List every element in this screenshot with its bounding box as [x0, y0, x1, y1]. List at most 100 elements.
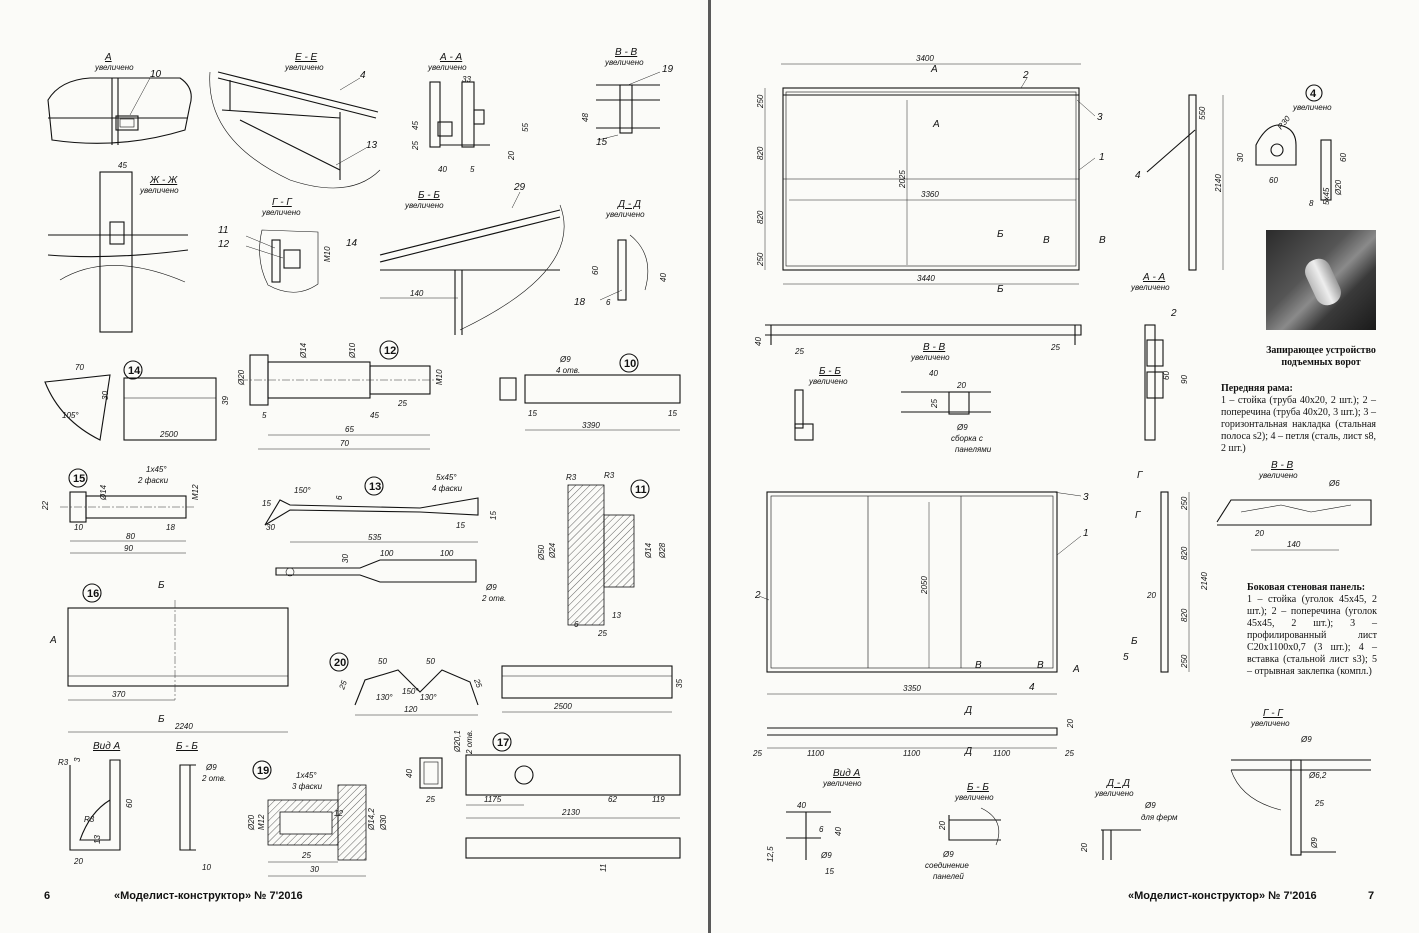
part-number: 19 [257, 765, 269, 777]
dim: M10 [323, 246, 332, 262]
dim: 20 [1066, 719, 1075, 729]
section-bb-right: Б - Б увеличено 20 Ø9 соединение панелей [925, 782, 1001, 881]
dim: 150° [402, 687, 419, 696]
dim: 15 [825, 867, 834, 876]
section-mark: А [932, 119, 940, 130]
dim: 60 [591, 266, 600, 275]
dim: 40 [405, 769, 414, 778]
dim: 48 [581, 113, 590, 122]
part-number: 16 [87, 588, 99, 600]
dim: панелями [955, 445, 992, 454]
dim: 4 отв. [556, 366, 580, 375]
view-subtitle: увеличено [1130, 283, 1170, 292]
dim: 100 [440, 549, 454, 558]
dim: 370 [112, 690, 126, 699]
view-subtitle: увеличено [1292, 103, 1332, 112]
dim: Ø24 [548, 542, 557, 559]
dim: 60 [1339, 153, 1348, 162]
dim: 5x45 [1322, 187, 1331, 205]
callout: 29 [513, 182, 526, 193]
dim: 120 [404, 705, 418, 714]
view-subtitle: увеличено [1258, 471, 1298, 480]
dim: 50 [426, 657, 435, 666]
dim: 8 [1309, 199, 1314, 208]
callout: 12 [218, 239, 230, 250]
dim: 90 [1180, 375, 1189, 384]
dim: 250 [756, 252, 765, 267]
view-subtitle: увеличено [910, 353, 950, 362]
dim: 25 [472, 677, 484, 690]
view-title: Вид А [833, 768, 861, 779]
right-page-journal: «Моделист-конструктор» № 7'2016 [1128, 890, 1317, 902]
section-mark: Б [1131, 636, 1138, 647]
dim: 15 [456, 521, 465, 530]
side-panel-caption-title: Боковая стеновая панель: [1247, 582, 1366, 593]
dim: 40 [754, 337, 763, 346]
front-frame-caption-title: Передняя рама: [1221, 383, 1293, 394]
view-title: Б - Б [418, 190, 440, 201]
dim: Ø14 [644, 542, 653, 559]
dim: 1175 [484, 795, 502, 804]
section-mark: В [1099, 235, 1106, 246]
dim: 25 [1314, 799, 1324, 808]
dim: 20 [73, 857, 83, 866]
dim: 40 [834, 827, 843, 836]
dim: 20 [1254, 529, 1264, 538]
part-12: 12 Ø20 Ø14 Ø10 M10 5 45 25 65 70 [237, 340, 444, 450]
dim: 65 [345, 425, 354, 434]
dim: R3 [566, 473, 577, 482]
part-14: 14 70 30 105° 2500 39 [44, 360, 230, 441]
view-subtitle: увеличено [604, 58, 644, 67]
dim: 3360 [921, 190, 939, 199]
dim: 40 [659, 273, 668, 282]
part-4-loop: 4 увеличено R30 30 60 60 8 5x45 Ø20 [1236, 84, 1348, 208]
part-number: 10 [624, 358, 636, 370]
view-title: Д - Д [1106, 778, 1130, 789]
part-number: 4 [1310, 88, 1317, 100]
view-subtitle: увеличено [404, 201, 444, 210]
strip-part: 2500 35 [501, 665, 684, 713]
dim: 33 [462, 75, 471, 84]
callout: 11 [218, 225, 228, 236]
section-mark: Б [158, 580, 165, 591]
view-subtitle: увеличено [261, 208, 301, 217]
dim: Ø9 [820, 851, 832, 860]
dim: 1100 [903, 749, 921, 758]
dim: 820 [756, 146, 765, 160]
dim: 70 [340, 439, 349, 448]
dim: 130° [420, 693, 437, 702]
side-panel-bottom-rail: Д Д 25 1100 1100 1100 20 25 [752, 705, 1075, 758]
dim: 25 [930, 399, 939, 409]
part-number: 13 [369, 481, 381, 493]
section-zhzh: 45 Ж - Ж увеличено [47, 161, 189, 333]
dim: 1x45° [146, 465, 167, 474]
dim: 6 [574, 620, 579, 629]
dim: 30 [266, 523, 275, 532]
section-gg-right: Г - Г увеличено Ø9 Ø6,2 25 Ø9 [1230, 708, 1371, 856]
dim: 40 [929, 369, 938, 378]
dim: 25 [301, 851, 311, 860]
dim: 140 [410, 289, 424, 298]
dim: 60 [125, 799, 134, 808]
view-subtitle: увеличено [954, 793, 994, 802]
dim: 10 [202, 863, 211, 872]
dim: 20 [956, 381, 966, 390]
part-17: 17 40 25 Ø20,1 2 отв. 1175 62 119 2130 1… [405, 730, 681, 872]
left-page-drawings: А увеличено 10 Е - Е увеличено 4 13 А - … [41, 47, 684, 877]
dim: 3390 [582, 421, 600, 430]
view-a-right: Вид А увеличено 40 6 40 12,5 Ø9 15 [766, 768, 862, 876]
section-mark: Б [997, 284, 1004, 295]
section-mark: Б [997, 229, 1004, 240]
dim: 15 [668, 409, 677, 418]
part-13: 13 150° 15 30 6 5x45° 4 фаски 535 15 15 … [262, 473, 506, 603]
view-title: Б - Б [819, 366, 841, 377]
dim: Ø9 [205, 763, 217, 772]
dim: R3 [58, 758, 69, 767]
dim: R3 [604, 471, 615, 480]
part-number: 14 [128, 365, 141, 377]
photo-caption: Запирающее устройство подъемных ворот [1266, 345, 1376, 368]
dim: 90 [124, 544, 133, 553]
right-page-drawings: 3400 А А 2 3 1 250 820 820 250 2025 3360… [752, 54, 1372, 881]
section-mark: Д [964, 746, 972, 757]
dim: Ø30 [379, 814, 388, 831]
